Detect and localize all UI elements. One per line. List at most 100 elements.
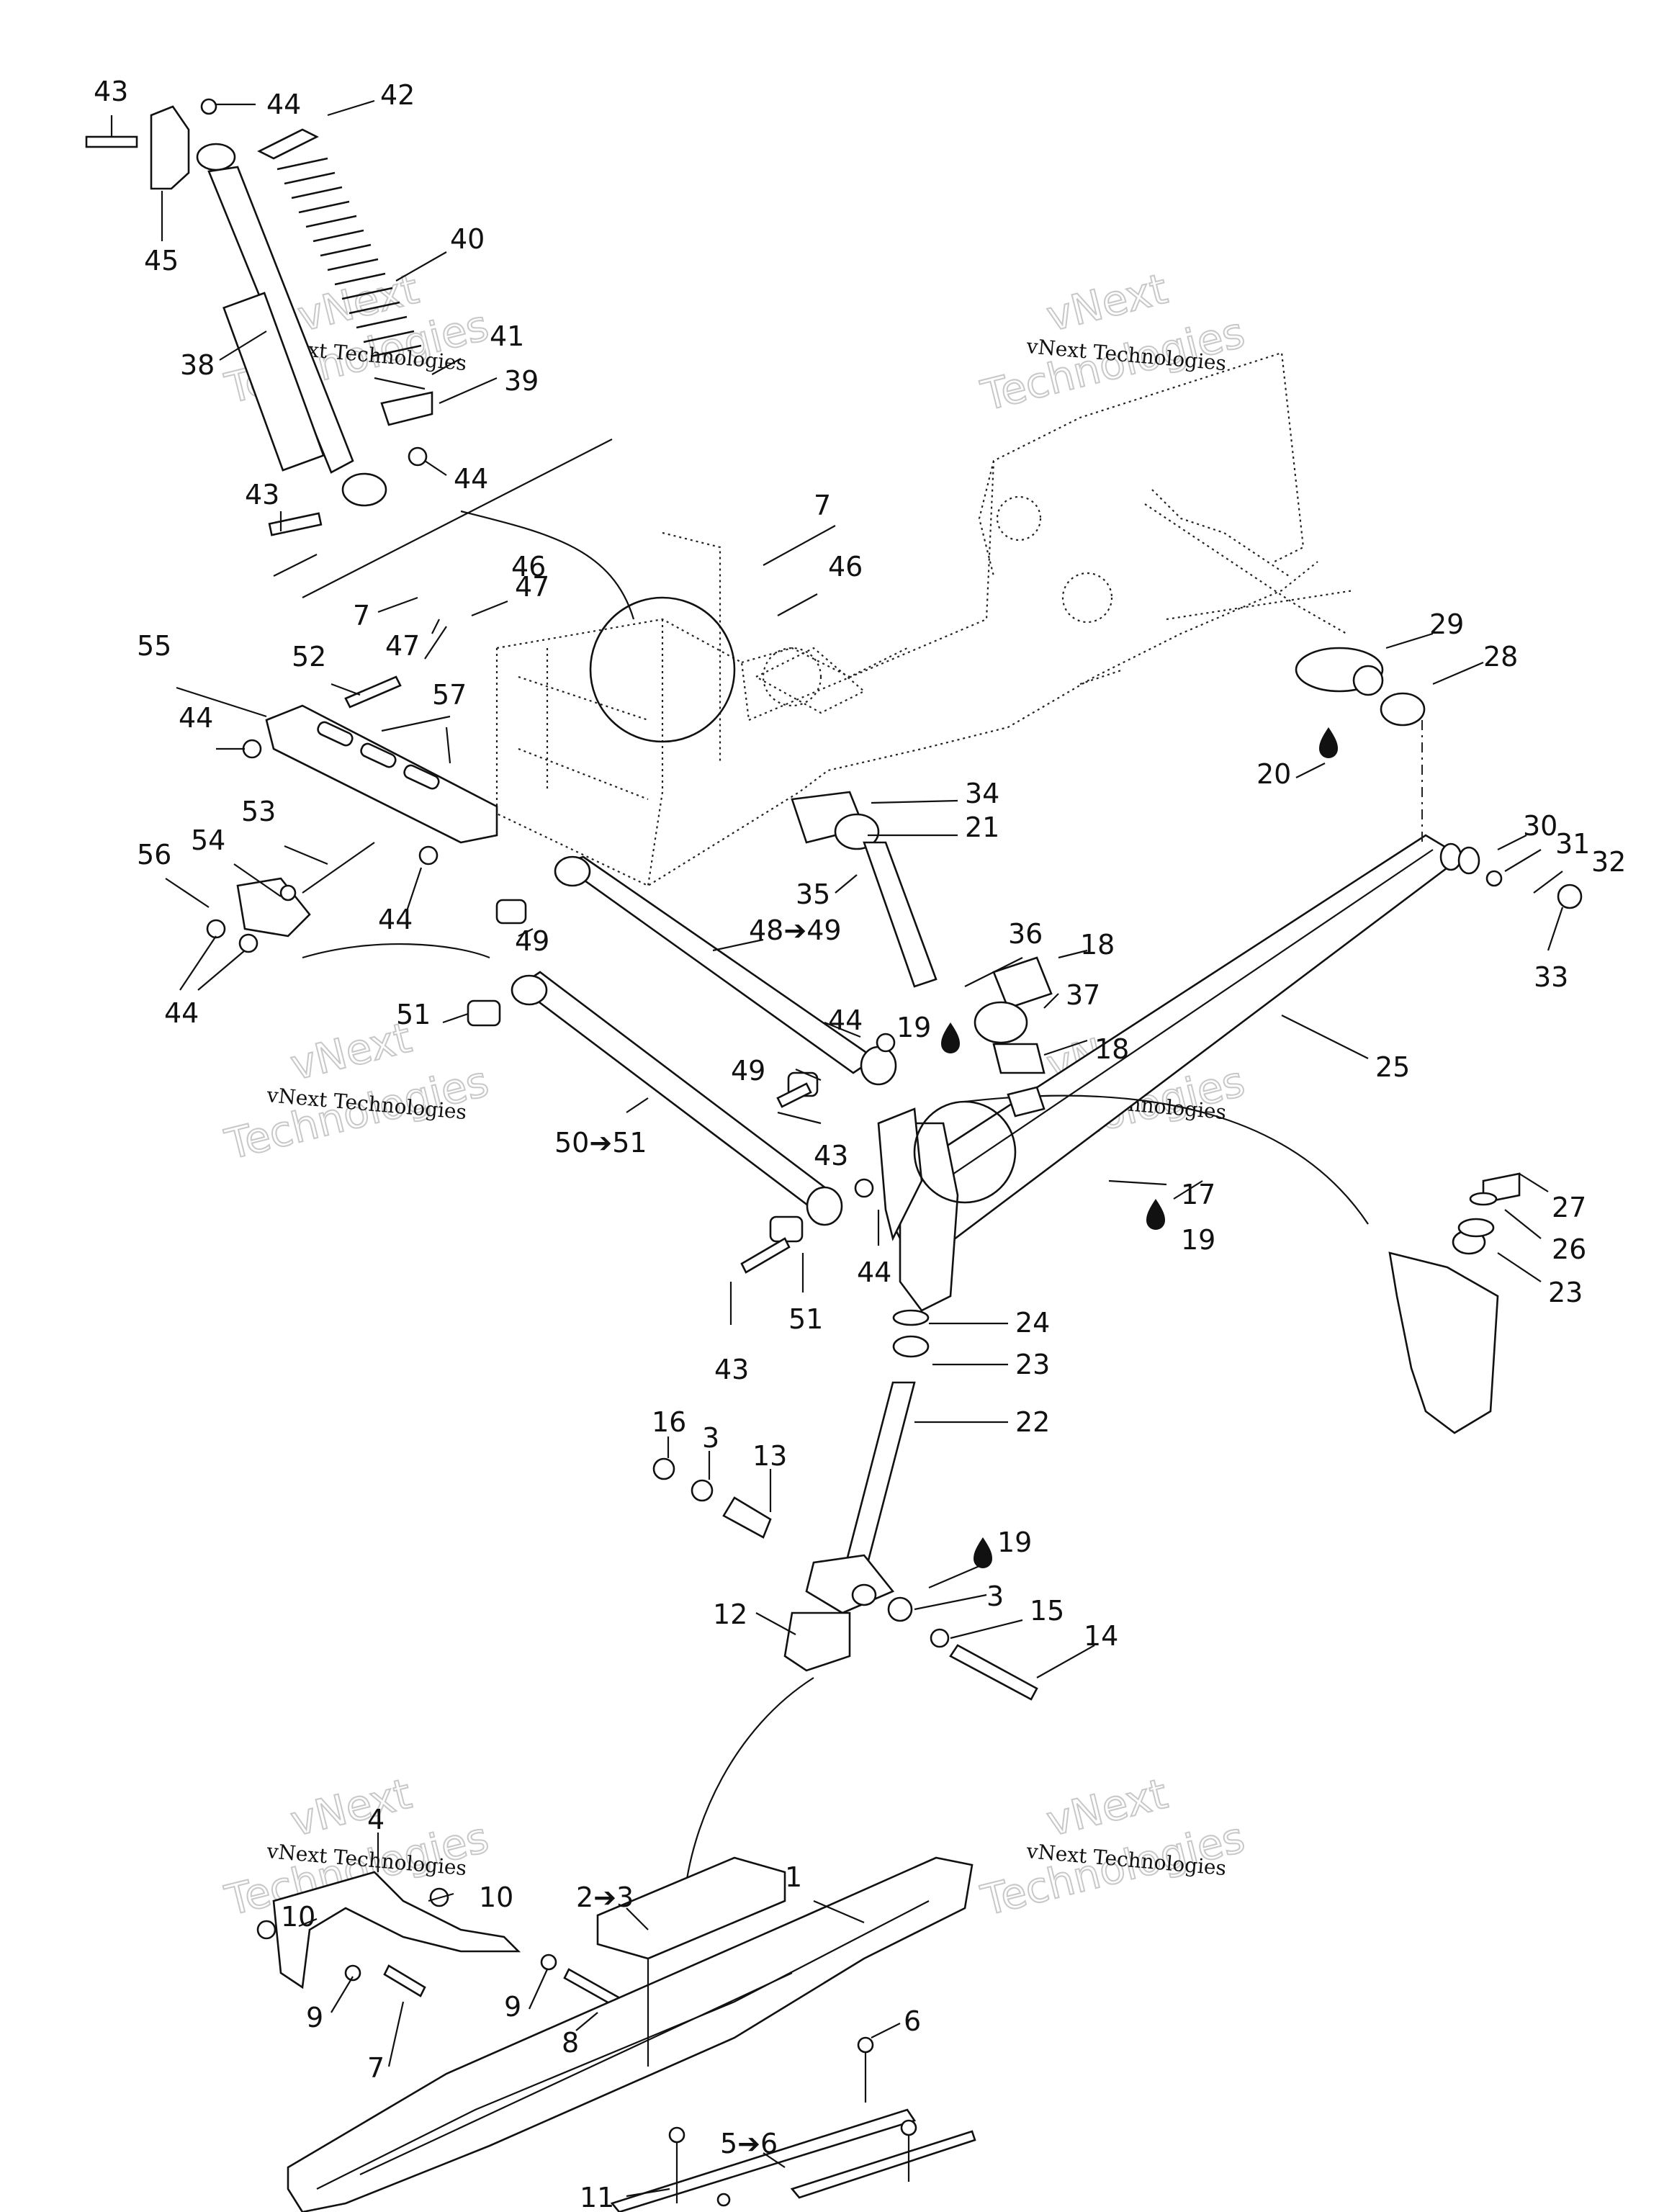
callout-3: 3 [986,1581,1004,1612]
callout-18: 18 [1080,929,1115,961]
rubber-block-12 [783,1611,851,1672]
callout-4: 4 [367,1804,385,1835]
callout-22: 22 [1015,1406,1050,1438]
callout-57: 57 [432,679,467,711]
callout-40: 40 [450,223,485,255]
watermark-top-right: vNext Technologies vNext Technologies [976,264,1250,421]
coil-spring [257,128,433,426]
callout-38: 38 [180,349,215,381]
nut-44-top [200,98,217,115]
leader-lines [110,99,1564,2198]
callout-2-to-3: 2➔3 [576,1881,634,1913]
callout-51: 51 [396,999,431,1030]
callout-56: 56 [137,839,171,871]
callout-7: 7 [353,600,370,631]
callout-48-to-49: 48➔49 [749,914,842,946]
front-arm-bracket [242,675,498,844]
callout-5-to-6: 5➔6 [720,2128,778,2159]
callout-7: 7 [367,2052,385,2084]
steering-column [791,791,1053,1118]
callout-9: 9 [504,1991,521,2023]
frame-arm-end-hardware [1295,647,1583,909]
nut-44-bottom [408,446,428,467]
callout-41: 41 [490,320,524,352]
oil-drop-icon [1319,727,1338,758]
bolt-52 [344,675,402,709]
spring-seat-39 [380,391,433,426]
callout-9: 9 [306,2002,323,2033]
callout-44: 44 [179,702,213,734]
callout-44: 44 [266,89,301,120]
callout-16: 16 [652,1406,686,1438]
shock-absorber [85,98,428,536]
callout-11: 11 [580,2182,614,2212]
callout-43: 43 [94,76,128,107]
callout-35: 35 [796,878,830,910]
ski-runner-5 [610,2036,976,2212]
callout-19: 19 [1181,1224,1215,1256]
callout-21: 21 [965,811,999,843]
callout-46: 46 [511,551,546,583]
callout-13: 13 [752,1440,787,1472]
callout-33: 33 [1534,961,1568,993]
callout-43: 43 [245,479,279,511]
callout-55: 55 [137,630,171,662]
oil-drop-icon [974,1537,992,1568]
callout-44: 44 [164,997,199,1029]
nut-44 [242,739,262,759]
callout-34: 34 [965,778,999,809]
callout-1: 1 [785,1861,802,1893]
callout-46: 46 [828,551,863,583]
callout-3: 3 [702,1422,719,1454]
callout-14: 14 [1084,1620,1118,1652]
callout-49: 49 [515,925,549,957]
callout-23: 23 [1548,1277,1583,1308]
callout-25: 25 [1375,1051,1410,1083]
callout-labels: 43 44 42 45 40 38 41 39 43 44 7 46 46 7 … [94,76,1626,2212]
chassis-frame [273,351,1354,887]
callout-23: 23 [1015,1349,1050,1380]
callout-28: 28 [1483,641,1518,673]
callout-17: 17 [1181,1179,1215,1210]
callout-44: 44 [454,463,488,495]
frame-arm-25 [877,834,1464,1312]
oil-drop-icon [1146,1199,1165,1230]
callout-37: 37 [1066,979,1100,1011]
upper-radius-rod [495,855,897,1097]
callout-54: 54 [191,824,225,856]
spring-cap-42 [257,128,319,160]
callout-32: 32 [1591,846,1626,878]
callout-19: 19 [896,1012,931,1043]
callout-45: 45 [144,245,179,276]
callout-51: 51 [788,1303,823,1335]
bolt-43-bottom [268,512,323,536]
spindle-22 [805,1309,930,1614]
callout-47: 47 [385,630,420,662]
oil-drop-icon [941,1022,960,1053]
callout-29: 29 [1429,608,1464,640]
spindle-housing-detail [1388,1172,1521,1434]
callout-44: 44 [828,1004,863,1036]
ski-body-1 [287,1856,974,2212]
watermark-middle-left: vNext Technologies vNext Technologies [220,1012,494,1170]
callout-20: 20 [1256,758,1291,790]
callout-36: 36 [1008,918,1043,950]
callout-52: 52 [292,641,326,673]
callout-30: 30 [1523,810,1557,842]
spindle-hardware [652,1457,1038,1902]
callout-44: 44 [378,904,413,935]
callout-44: 44 [857,1256,891,1288]
callout-18: 18 [1094,1033,1129,1065]
callout-49: 49 [731,1055,765,1087]
callout-43: 43 [814,1140,848,1172]
callout-26: 26 [1552,1233,1586,1265]
callout-31: 31 [1555,828,1590,860]
callout-43: 43 [714,1354,749,1385]
bolt-43-top [85,135,138,148]
watermark-bottom-right: vNext Technologies vNext Technologies [976,1768,1250,1926]
callout-24: 24 [1015,1307,1050,1339]
callout-12: 12 [713,1599,747,1630]
lower-radius-rod [467,971,874,1274]
callout-7: 7 [814,490,831,521]
ski-saddle-2 [596,1856,786,1960]
